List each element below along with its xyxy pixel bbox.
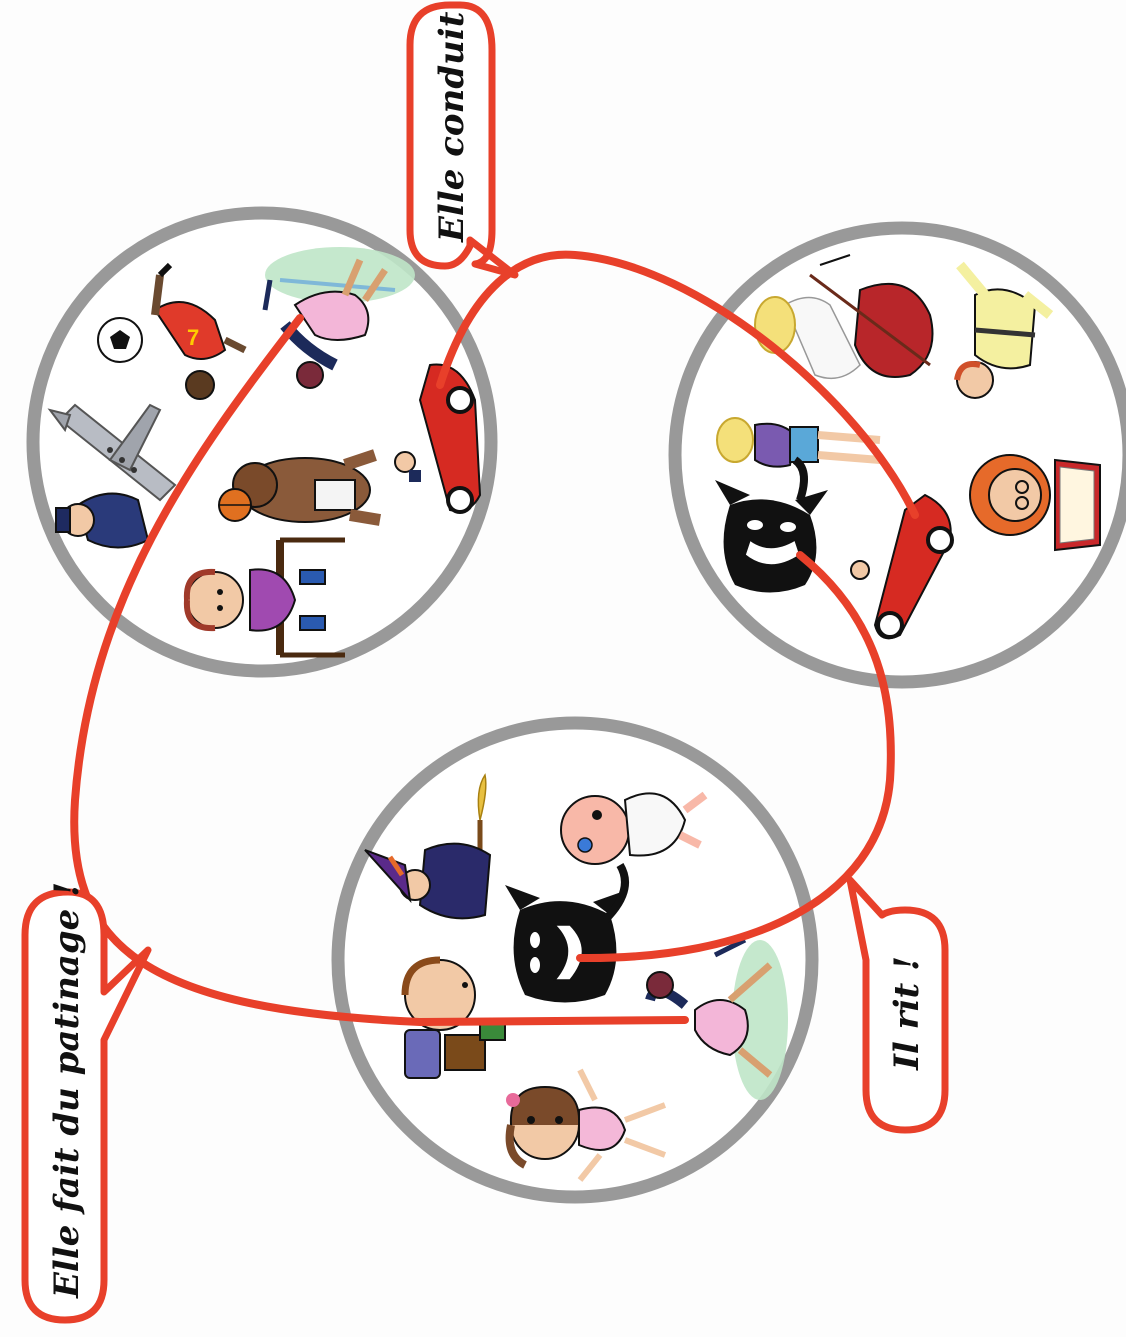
reclining-woman-icon	[716, 417, 881, 468]
ice-skater-icon	[645, 937, 788, 1100]
bubble-text: Elle conduit !	[432, 0, 472, 243]
grinning-black-cat-icon	[715, 456, 828, 593]
bubble-shape	[406, 1, 519, 279]
child-at-desk-icon	[183, 537, 345, 658]
bubble-shape	[846, 876, 949, 1134]
card-top-left: 7	[26, 206, 498, 678]
speech-bubble-right: Il rit !	[846, 876, 949, 1134]
pilot-icon	[55, 492, 150, 549]
bubble-text: Elle fait du patinage !	[47, 882, 87, 1299]
football-player-icon: 7	[97, 262, 247, 400]
witch-icon	[364, 773, 492, 920]
speech-bubble-top: Elle conduit !	[406, 0, 519, 279]
connector-car-link	[436, 250, 919, 519]
svg-text:7: 7	[187, 325, 199, 350]
doll-girl-icon	[505, 1068, 667, 1182]
card-border	[26, 206, 498, 678]
bear-with-basketball-icon	[218, 449, 381, 526]
connector-cat-link	[576, 551, 895, 963]
card-bottom	[331, 716, 819, 1204]
karate-man-icon	[954, 261, 1054, 399]
card-top-right	[668, 221, 1126, 689]
speech-bubble-left: Elle fait du patinage !	[21, 882, 152, 1324]
grinning-black-cat-icon	[505, 862, 629, 1003]
boy-with-tablet-icon	[401, 956, 506, 1079]
bubble-shape	[21, 888, 152, 1324]
red-car-icon	[850, 493, 954, 640]
girl-reading-book-icon	[969, 454, 1101, 552]
bubble-text: Il rit !	[887, 956, 927, 1071]
airplane-icon	[47, 403, 177, 502]
connector-loop	[70, 314, 689, 1027]
crying-baby-icon	[560, 791, 708, 865]
red-car-icon	[394, 363, 482, 514]
